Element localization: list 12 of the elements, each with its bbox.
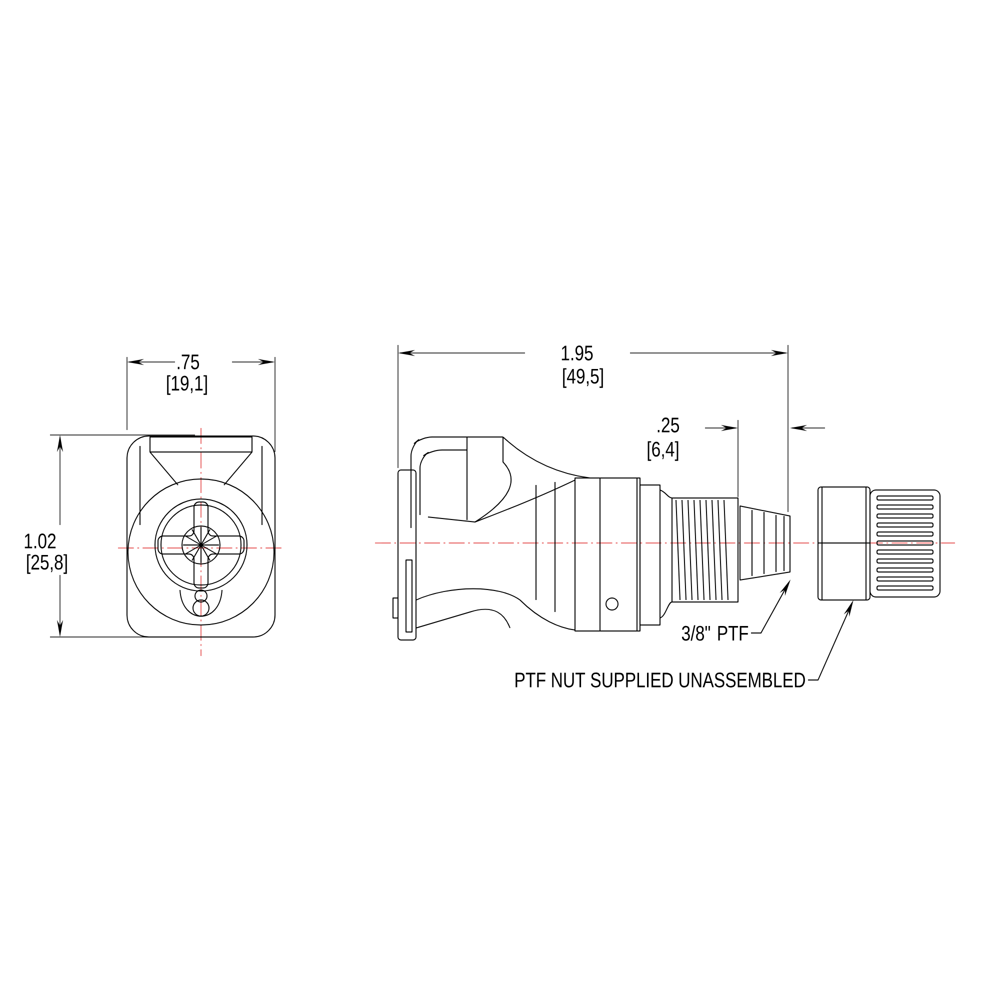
dimension-text: [19,1] xyxy=(167,375,207,395)
dimension-text: .75 xyxy=(178,354,200,370)
hose-barb xyxy=(740,506,790,580)
dimension-text: 1.02 xyxy=(24,534,56,548)
dimension-text: [25,8] xyxy=(27,554,67,574)
nut xyxy=(818,486,940,600)
callout-text: PTF NUT SUPPLIED UNASSEMBLED xyxy=(516,672,805,688)
dimension-text: [49,5] xyxy=(563,368,603,388)
dimension-text: .25 xyxy=(658,418,680,432)
dimension-text: [6,4] xyxy=(648,441,678,461)
dimension-text: 1.95 xyxy=(562,346,593,360)
callout-text: 3/8" PTF xyxy=(682,625,748,641)
